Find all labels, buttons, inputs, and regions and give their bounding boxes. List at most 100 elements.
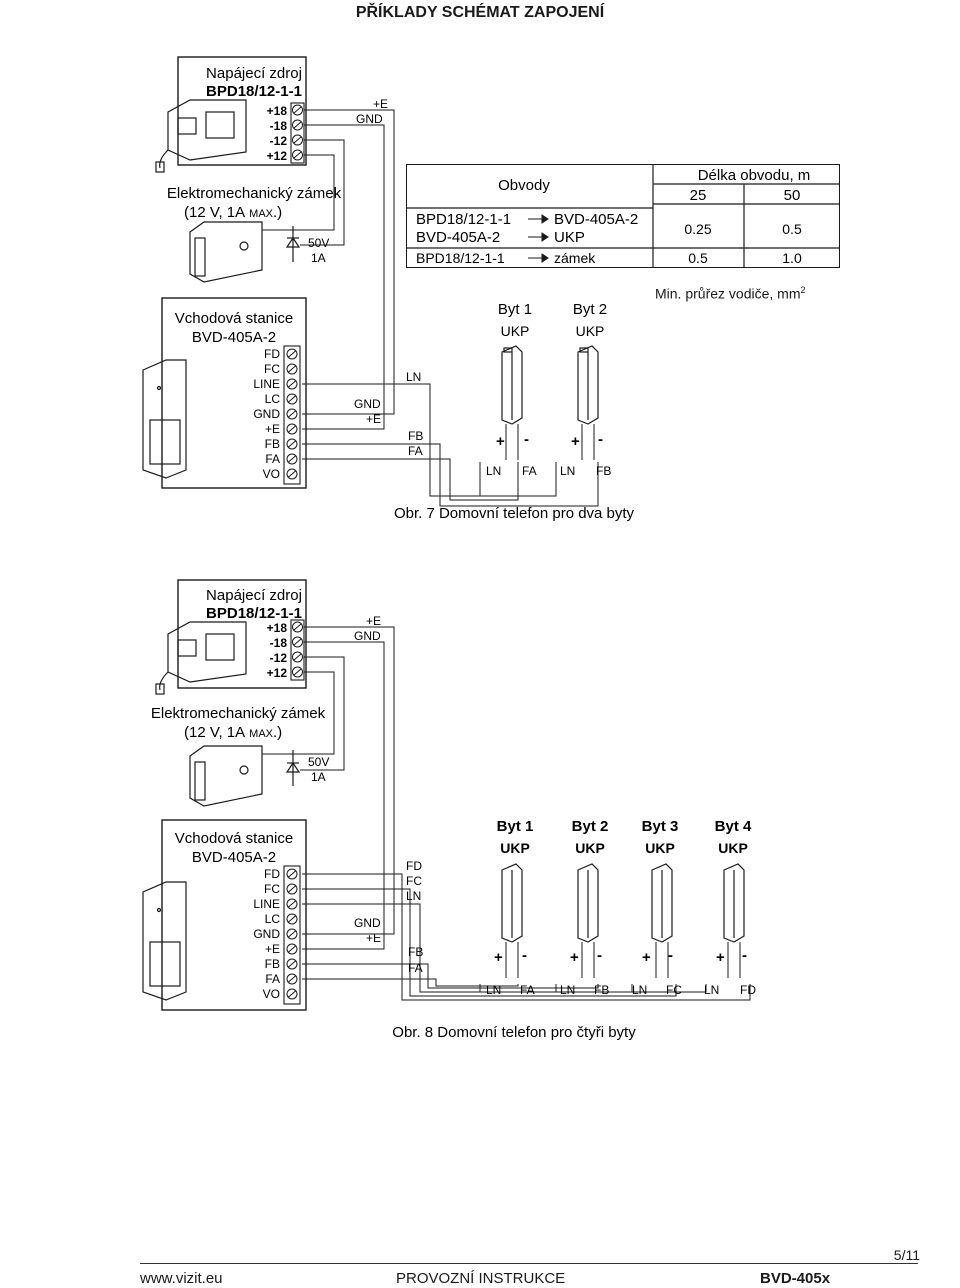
apartment-unit: UKP [501,323,530,339]
minus-terminal: - [522,947,527,964]
apartment-name: Byt 3 [642,818,679,835]
ds-terminal-label: LC [265,912,281,926]
table-value: 0.5 [688,250,708,266]
ds-terminal-label: FC [264,362,280,376]
minus-terminal: - [524,431,529,448]
table-length-25: 25 [689,187,706,204]
page-number: 5/11 [893,1247,920,1263]
minus-terminal: - [742,947,747,964]
line-label: LN [406,370,421,384]
min-cross-section-label: Min. průřez vodiče, mm2 [655,285,806,302]
wiring [262,109,599,507]
psu-terminals: +18 -18 -12 +12 [267,104,288,163]
bus-label: +E [366,412,381,426]
bus-label: +E [366,614,381,628]
diode-icon [285,226,301,262]
apartment-name: Byt 2 [573,301,607,318]
wire-label: FB [594,983,609,997]
wire-label: LN [632,983,647,997]
screw-terminal-icon [286,348,298,480]
apartment-name: Byt 4 [715,818,752,835]
minus-terminal: - [668,947,673,964]
psu-label: Napájecí zdroj [206,587,302,604]
page-title: PŘÍKLADY SCHÉMAT ZAPOJENÍ [355,4,605,21]
minus-terminal: - [598,431,603,448]
ds-terminal-label: GND [253,927,280,941]
door-station-model: BVD-405A-2 [192,329,276,346]
arrow-icon [527,213,549,263]
ds-terminal-label: +E [265,942,280,956]
lock-label: Elektromechanický zámek [167,185,342,202]
table-row-1-to: BVD-405A-2 [554,211,638,228]
apartment-2: Byt 2 UKP + - LN FB [560,301,611,478]
screw-terminal-icon [292,104,303,161]
ds-terminal-label: FB [265,437,280,451]
wire-label: LN [486,983,501,997]
diode-current: 1A [311,251,326,265]
apartment-name: Byt 2 [572,818,609,835]
minus-terminal: - [597,947,602,964]
footer-divider [140,1263,918,1264]
lock-label: Elektromechanický zámek [151,705,326,722]
wiring [262,626,751,1001]
ds-terminal-label: VO [263,467,280,481]
ds-terminal-label: FA [265,452,280,466]
psu-device-icon [155,99,247,173]
diode-icon [285,750,301,786]
handset-icon [577,863,599,943]
figure-caption: Obr. 8 Domovní telefon pro čtyři byty [392,1024,636,1041]
wiring-diagram-two-apartments: Napájecí zdroj BPD18/12-1-1 +18 -18 -12 … [142,56,635,522]
wiring-diagram-four-apartments: Napájecí zdroj BPD18/12-1-1 +18 -18 -12 … [142,579,756,1041]
table-row-2-from: BVD-405A-2 [416,229,500,246]
apartment-unit: UKP [645,840,675,856]
apartment-4: Byt 4 UKP + - LN FD [704,818,756,997]
table-header-circuits: Obvody [498,177,550,194]
ds-terminal-label: FB [265,957,280,971]
diode-voltage: 50V [308,236,329,250]
handset-icon [501,345,523,425]
diode-current: 1A [311,770,326,784]
lock-device-icon [189,745,263,807]
door-station-box [161,297,307,489]
line-label: FA [408,444,423,458]
bus-label: GND [354,397,381,411]
apartment-unit: UKP [576,323,605,339]
wire-label: FA [522,464,537,478]
psu-terminal-label: +12 [267,666,288,680]
apartment-unit: UKP [575,840,605,856]
psu-terminal-label: +18 [267,104,288,118]
door-station-terminals: FD FC LINE LC GND +E FB FA VO [253,347,280,481]
apartment-unit: UKP [500,840,530,856]
table-header-length: Délka obvodu, m [697,167,810,184]
handset-icon [577,345,599,425]
door-station-terminals: FD FC LINE LC GND +E FB FA VO [253,867,280,1001]
ds-terminal-label: LINE [253,897,280,911]
door-station-label: Vchodová stanice [175,830,293,847]
ds-terminal-label: FC [264,882,280,896]
psu-terminal-label: -18 [270,119,288,133]
table-row-2-to: UKP [554,229,585,246]
screw-terminal-icon [292,621,303,678]
table-row-3-to: zámek [554,250,596,266]
table-value: 1.0 [782,250,802,266]
bus-label: GND [354,629,381,643]
wire-label: FA [520,983,535,997]
psu-terminal-label: -18 [270,636,288,650]
wire-label: LN [704,983,719,997]
line-label: FB [408,945,423,959]
footer-product: BVD-405x [760,1270,831,1287]
handset-icon [501,863,523,943]
table-length-50: 50 [783,187,800,204]
ds-terminal-label: FA [265,972,280,986]
psu-device-icon [155,621,247,695]
line-label: FA [408,961,423,975]
plus-terminal: + [716,949,725,966]
psu-model: BPD18/12-1-1 [206,83,302,100]
ds-terminal-label: +E [265,422,280,436]
ds-terminal-label: LINE [253,377,280,391]
handset-icon [723,863,745,943]
apartment-unit: UKP [718,840,748,856]
door-station-box [161,819,307,1011]
